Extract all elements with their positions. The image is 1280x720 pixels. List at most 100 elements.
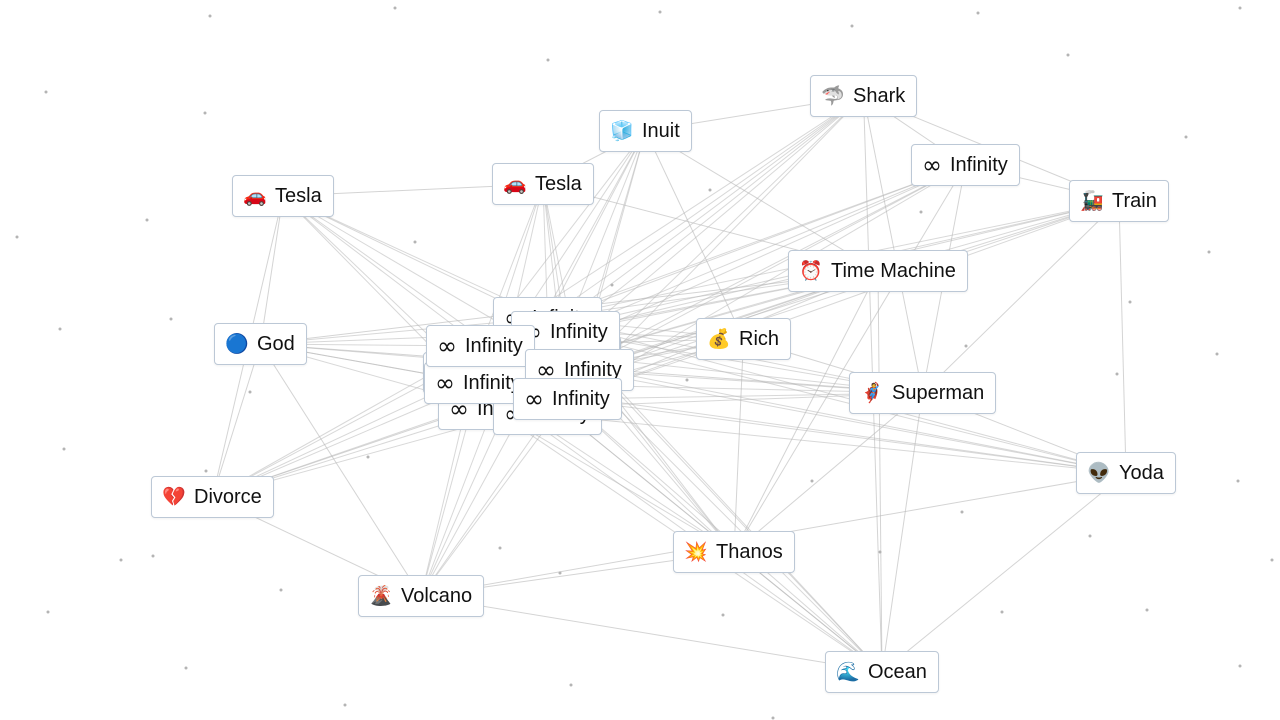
background-dot [151,554,155,558]
connection-line [565,331,1127,474]
background-dot [58,327,62,331]
item-yoda[interactable]: 👽 Yoda [1076,452,1176,494]
explosion-icon: 💥 [684,540,708,563]
ice-cube-icon: 🧊 [610,119,634,142]
item-label: Volcano [401,584,473,607]
item-label: Divorce [194,485,262,508]
item-label: Yoda [1119,461,1164,484]
item-label: Infinity [463,371,521,394]
background-dot [685,378,689,382]
background-dot [413,240,417,244]
alien-icon: 👽 [1087,461,1111,484]
shark-icon: 🦈 [821,84,845,107]
background-dot [610,283,614,287]
background-dot [708,188,712,192]
background-dot [721,613,725,617]
background-dot [960,510,964,514]
connection-line [567,200,1120,400]
connection-line [579,369,1127,474]
infinity-icon: ∞ [524,385,544,413]
background-dot [569,683,573,687]
item-infinity-top[interactable]: ∞Infinity [911,144,1020,186]
background-dot [964,344,968,348]
item-label: Infinity [552,387,610,410]
item-thanos[interactable]: 💥 Thanos [673,531,795,573]
connection-line [1118,200,1127,474]
background-dot [1207,250,1211,254]
connection-line [567,164,966,400]
infinity-icon: ∞ [536,356,556,384]
item-label: Thanos [716,540,783,563]
background-dot [1238,664,1242,668]
connection-line [260,195,284,345]
train-icon: 🚂 [1080,189,1104,212]
item-label: Tesla [535,172,582,195]
item-god[interactable]: 🔵God [214,323,307,365]
background-dot [119,558,123,562]
background-dot [15,235,19,239]
background-dot [208,14,212,18]
wave-icon: 🌊 [836,660,860,683]
background-dot [203,111,207,115]
item-divorce[interactable]: 💔Divorce [151,476,274,518]
item-label: Rich [739,327,780,350]
background-dot [44,90,48,94]
connection-line [282,195,481,347]
infinity-icon: ∞ [435,369,455,397]
item-label: Train [1112,189,1157,212]
connection-line [922,200,1120,394]
item-tesla-1[interactable]: 🚗Tesla [232,175,334,217]
volcano-icon: 🌋 [369,584,393,607]
background-dot [62,447,66,451]
item-train[interactable]: 🚂 Train [1069,180,1169,222]
item-inuit[interactable]: 🧊 Inuit [599,110,692,152]
background-dot [810,479,814,483]
connection-line [260,343,422,597]
item-tesla-2[interactable]: 🚗Tesla [492,163,594,205]
connection-line [733,392,923,553]
background-dot [1066,53,1070,57]
connection-line [547,95,864,319]
connection-line [420,408,493,597]
alarm-clock-icon: ⏰ [799,259,823,282]
connection-line [565,95,864,333]
background-dot [204,469,208,473]
item-superman[interactable]: 🦸Superman [849,372,997,414]
background-dot [1270,558,1274,562]
connection-line [542,183,548,319]
background-dot [366,455,370,459]
item-shark[interactable]: 🦈Shark [810,75,918,117]
item-label: Time Machine [831,259,956,282]
background-dot [1088,534,1092,538]
item-rich[interactable]: 💰 Rich [696,318,792,360]
money-bag-icon: 💰 [707,327,731,350]
connection-line [733,270,879,553]
item-label: Tesla [275,184,322,207]
item-label: Inuit [642,119,680,142]
background-dot [546,58,550,62]
connection-line [565,164,966,333]
item-stack-e[interactable]: ∞ Infinity [513,378,622,420]
superhero-icon: 🦸 [860,381,884,404]
connection-line [579,369,883,673]
background-dot [343,703,347,707]
connection-line [863,95,923,394]
item-volcano[interactable]: 🌋 Volcano [358,575,485,617]
connection-line [547,130,646,319]
item-stack-c[interactable]: ∞ Infinity [424,362,533,404]
item-stack-a[interactable]: ∞Infinity [426,325,535,367]
connection-line [579,164,966,371]
background-dot [1000,610,1004,614]
item-time-machine[interactable]: ⏰ Time Machine [788,250,968,292]
connection-line [579,95,864,371]
connection-line [881,472,1127,673]
background-dot [145,218,149,222]
item-label: Infinity [564,358,622,381]
item-ocean[interactable]: 🌊Ocean [825,651,939,693]
background-dot [1215,352,1219,356]
background-dot [771,716,775,720]
god-icon: 🔵 [225,332,249,355]
connection-line [733,164,966,553]
background-dot [658,10,662,14]
